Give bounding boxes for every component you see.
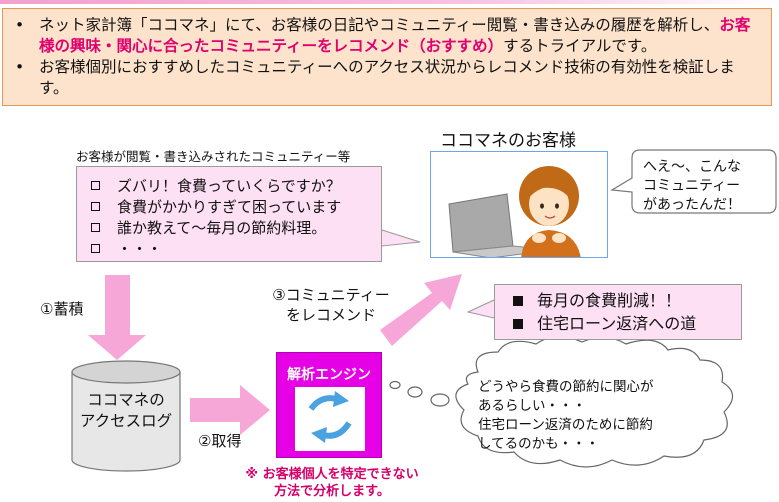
speech-line: があったんだ！	[643, 196, 741, 215]
access-log-database-label: ココマネの アクセスログ	[74, 390, 178, 432]
speech-line: コミュニティー	[643, 177, 741, 196]
arrow-acquire	[190, 385, 270, 435]
checkbox-icon	[91, 244, 100, 253]
viewed-caption: お客様が閲覧・書き込みされたコミュニティー等	[76, 146, 350, 165]
list-item: 食費がかかりすぎて困っています	[91, 197, 381, 218]
viewed-pointer	[382, 230, 420, 246]
customer-illustration	[430, 151, 608, 258]
note-line: ※ お客様個人を特定できない	[232, 466, 432, 483]
list-item: 毎月の食費削減！！	[511, 289, 741, 312]
customer-title: ココマネのお客様	[440, 126, 576, 151]
step-acquire-label: ②取得	[198, 430, 241, 451]
checkbox-icon	[91, 181, 100, 190]
checkbox-icon	[91, 202, 100, 211]
woman-at-laptop-icon	[431, 152, 608, 258]
list-item: ズバリ！食費っていくらですか？	[91, 176, 381, 197]
speech-line: へえ～、こんな	[643, 158, 741, 177]
item-text: 住宅ローン返済への道	[537, 314, 696, 333]
square-bullet-icon	[513, 319, 523, 329]
db-line: アクセスログ	[74, 411, 178, 432]
thought-line: 住宅ローン返済のために節約	[478, 416, 654, 435]
list-item: 住宅ローン返済への道	[511, 312, 741, 335]
arrow-accumulate	[88, 275, 146, 360]
item-text: 誰か教えて～毎月の節約料理。	[117, 219, 326, 237]
thought-line: どうやら食費の節約に関心が	[478, 378, 654, 397]
rec-pointer	[468, 300, 494, 318]
recommended-communities-box: 毎月の食費削減！！ 住宅ローン返済への道	[494, 284, 742, 340]
speech-text: へえ～、こんな コミュニティー があったんだ！	[643, 158, 741, 215]
step-recommend-line: をレコメンド	[262, 305, 400, 325]
item-text: ズバリ！食費っていくらですか？	[117, 177, 341, 195]
analysis-engine-title: 解析エンジン	[276, 364, 382, 384]
viewed-communities-box: ズバリ！食費っていくらですか？ 食費がかかりすぎて困っています 誰か教えて～毎月…	[76, 166, 382, 262]
step-accumulate-label: ①蓄積	[40, 298, 83, 319]
note-line: 方法で分析します。	[232, 483, 432, 500]
thought-text: どうやら食費の節約に関心が あるらしい・・・ 住宅ローン返済のために節約 してる…	[478, 378, 654, 454]
privacy-note: ※ お客様個人を特定できない 方法で分析します。	[232, 466, 432, 500]
thought-line: してるのかも・・・	[478, 435, 654, 454]
step-recommend-label: ③コミュニティー をレコメンド	[262, 285, 400, 325]
square-bullet-icon	[513, 296, 523, 306]
item-text: 食費がかかりすぎて困っています	[117, 198, 341, 216]
checkbox-icon	[91, 223, 100, 232]
list-item: ・・・	[91, 239, 381, 260]
db-line: ココマネの	[74, 390, 178, 411]
item-text: ・・・	[117, 240, 162, 258]
step-recommend-line: ③コミュニティー	[262, 285, 400, 305]
item-text: 毎月の食費削減！！	[537, 291, 681, 310]
thought-line: あるらしい・・・	[478, 397, 654, 416]
list-item: 誰か教えて～毎月の節約料理。	[91, 218, 381, 239]
